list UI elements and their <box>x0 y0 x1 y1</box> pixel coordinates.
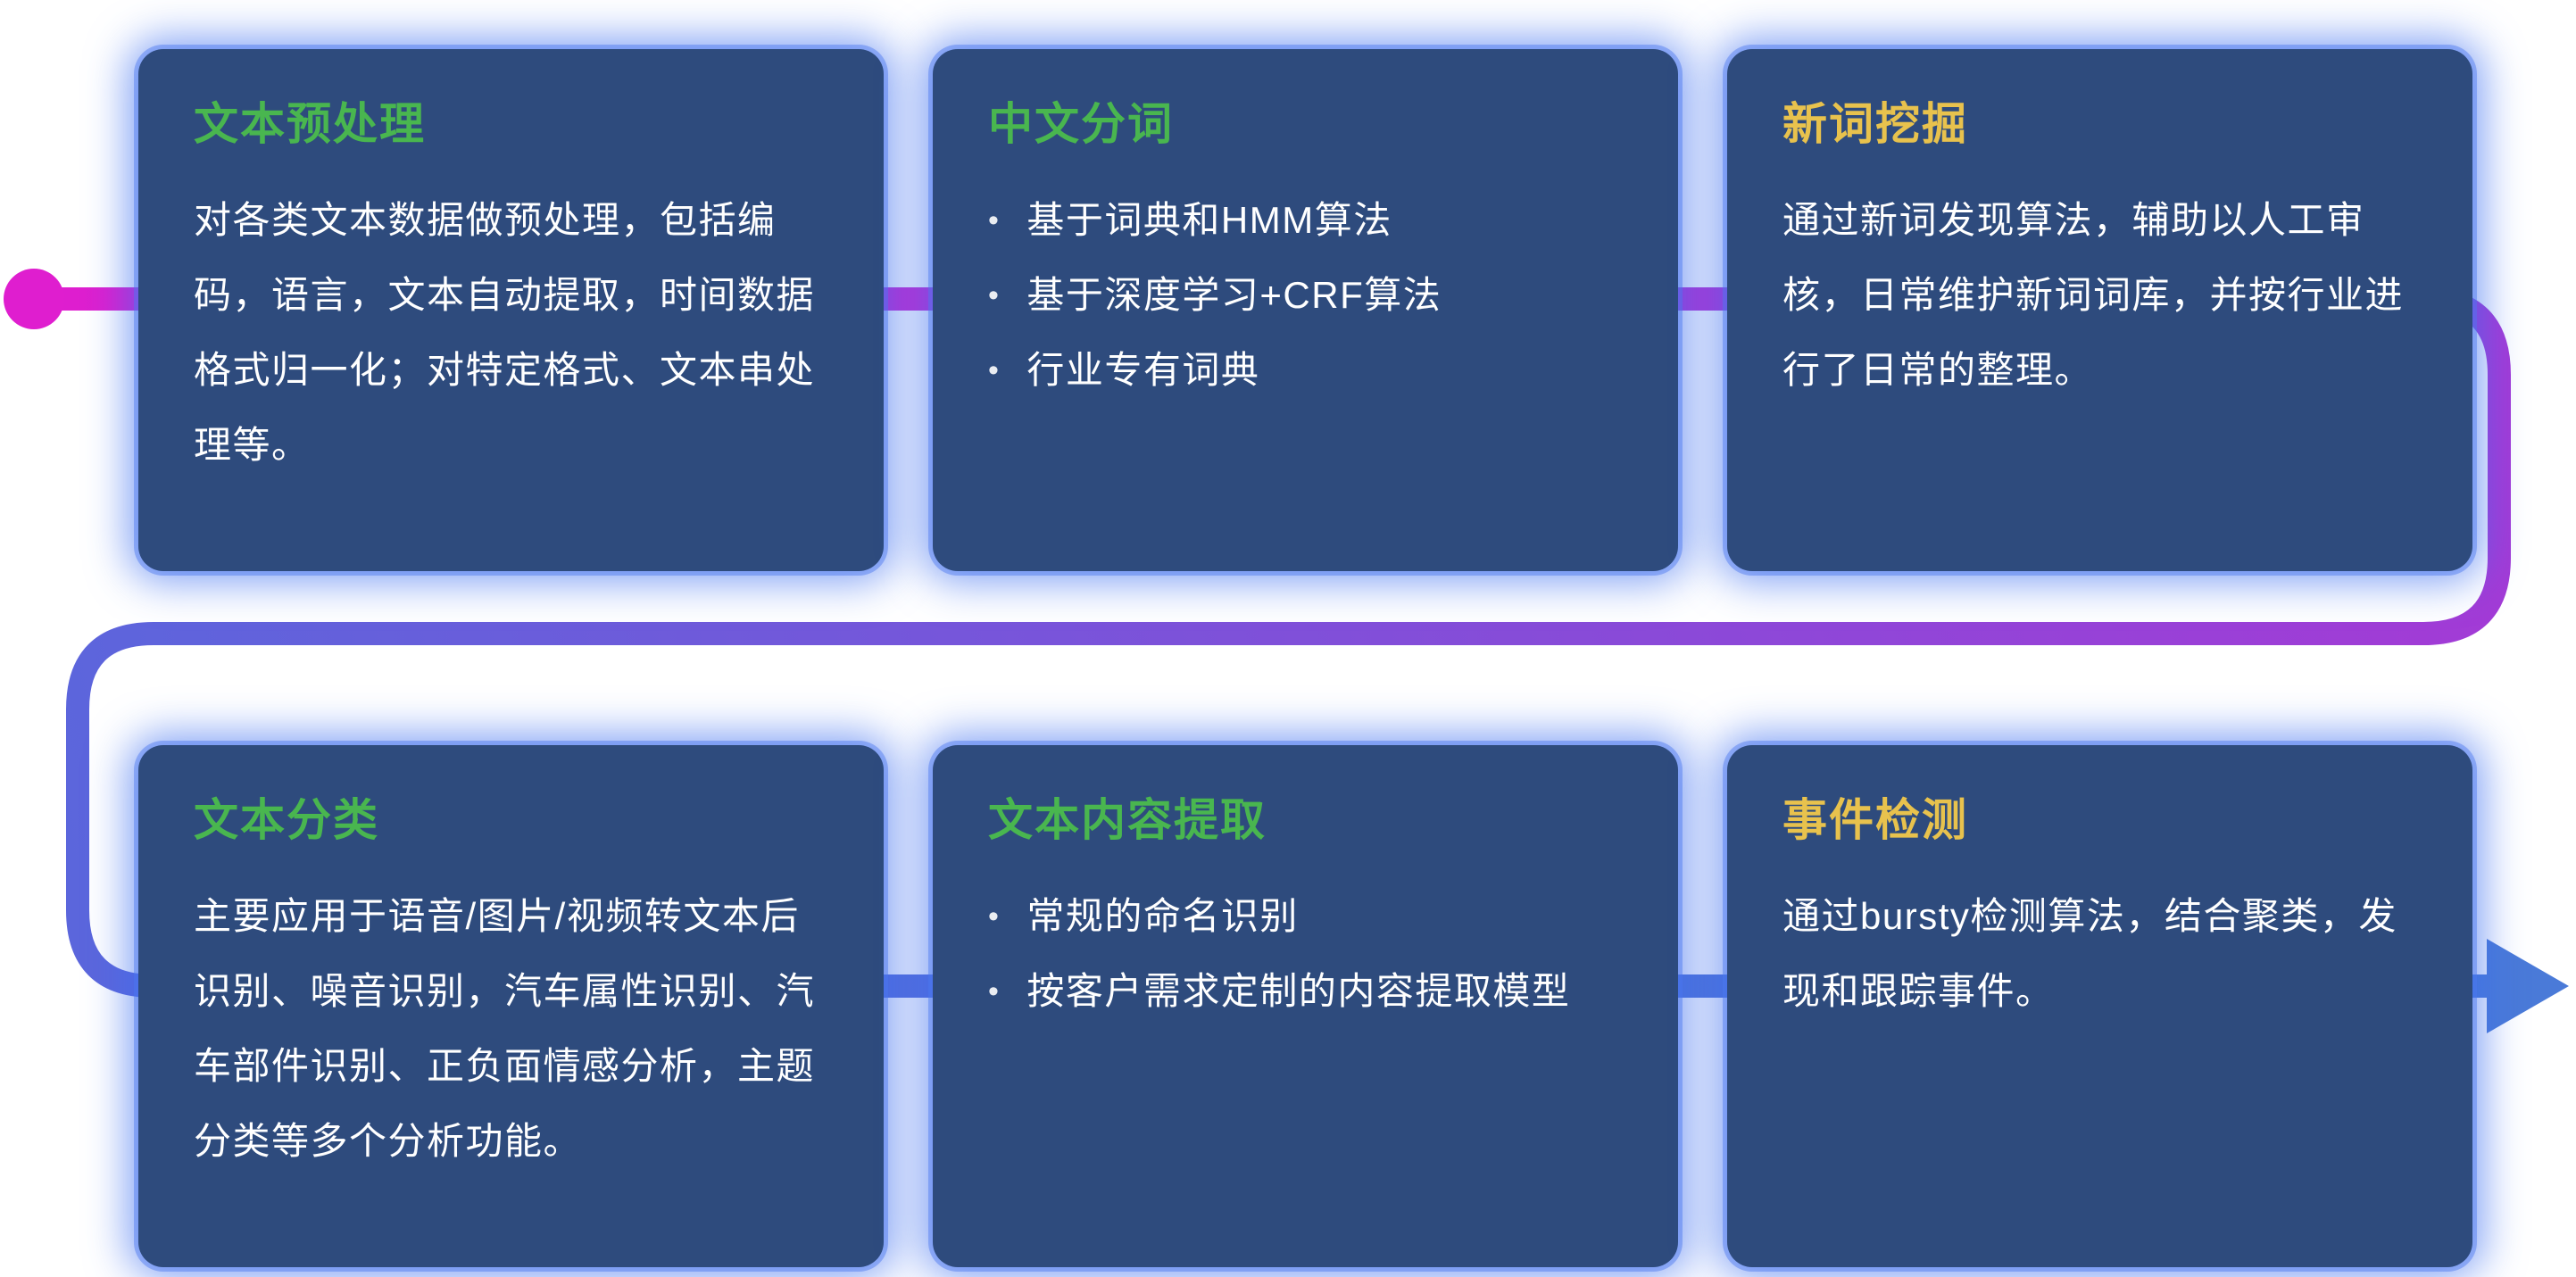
bullet-text: 基于词典和HMM算法 <box>1026 198 1392 241</box>
flow-start-dot-icon <box>4 269 64 329</box>
card-text-classification: 文本分类 主要应用于语音/图片/视频转文本后识别、噪音识别，汽车属性识别、汽车部… <box>138 745 884 1267</box>
card-new-word-mining: 新词挖掘 通过新词发现算法，辅助以人工审核，日常维护新词词库，并按行业进行了日常… <box>1727 49 2472 571</box>
card-event-detection: 事件检测 通过bursty检测算法，结合聚类，发现和跟踪事件。 <box>1727 745 2472 1267</box>
card-title: 文本内容提取 <box>988 795 1267 845</box>
card-body: 通过bursty检测算法，结合聚类，发现和跟踪事件。 <box>1782 894 2397 1012</box>
bullet-text: 按客户需求定制的内容提取模型 <box>1026 969 1571 1012</box>
card-text-preprocessing: 文本预处理 对各类文本数据做预处理，包括编码，语言，文本自动提取，时间数据格式归… <box>138 49 884 571</box>
cards-grid: 文本预处理 对各类文本数据做预处理，包括编码，语言，文本自动提取，时间数据格式归… <box>138 49 2472 1267</box>
bullet-text: 行业专有词典 <box>1026 348 1260 391</box>
card-title: 文本预处理 <box>194 99 426 149</box>
bullet-icon: • <box>988 203 1001 237</box>
bullet-item: • 常规的命名识别 <box>988 879 1623 954</box>
bullet-icon: • <box>988 974 1001 1008</box>
card-title: 新词挖掘 <box>1782 99 1968 149</box>
card-title: 中文分词 <box>988 99 1174 149</box>
bullet-icon: • <box>988 899 1001 933</box>
card-title: 文本分类 <box>194 795 379 845</box>
bullet-list: • 基于词典和HMM算法 • 基于深度学习+CRF算法 • 行业专有词典 <box>988 183 1623 408</box>
bullet-item: • 基于深度学习+CRF算法 <box>988 258 1623 333</box>
bullet-item: • 行业专有词典 <box>988 333 1623 408</box>
bullet-text: 常规的命名识别 <box>1026 894 1299 937</box>
bullet-text: 基于深度学习+CRF算法 <box>1026 273 1442 316</box>
bullet-list: • 常规的命名识别 • 按客户需求定制的内容提取模型 <box>988 879 1623 1029</box>
card-text-content-extraction: 文本内容提取 • 常规的命名识别 • 按客户需求定制的内容提取模型 <box>933 745 1678 1267</box>
card-body: 对各类文本数据做预处理，包括编码，语言，文本自动提取，时间数据格式归一化；对特定… <box>194 198 816 466</box>
bullet-item: • 基于词典和HMM算法 <box>988 183 1623 258</box>
flow-path-middle <box>66 375 2511 910</box>
bullet-icon: • <box>988 278 1001 312</box>
card-chinese-word-segmentation: 中文分词 • 基于词典和HMM算法 • 基于深度学习+CRF算法 • 行业专有词… <box>933 49 1678 571</box>
card-body: 主要应用于语音/图片/视频转文本后识别、噪音识别，汽车属性识别、汽车部件识别、正… <box>194 894 816 1162</box>
bullet-icon: • <box>988 352 1001 387</box>
card-title: 事件检测 <box>1782 795 1968 845</box>
card-body: 通过新词发现算法，辅助以人工审核，日常维护新词词库，并按行业进行了日常的整理。 <box>1782 198 2405 391</box>
flow-arrow-right-icon <box>2487 939 2569 1033</box>
bullet-item: • 按客户需求定制的内容提取模型 <box>988 954 1623 1029</box>
